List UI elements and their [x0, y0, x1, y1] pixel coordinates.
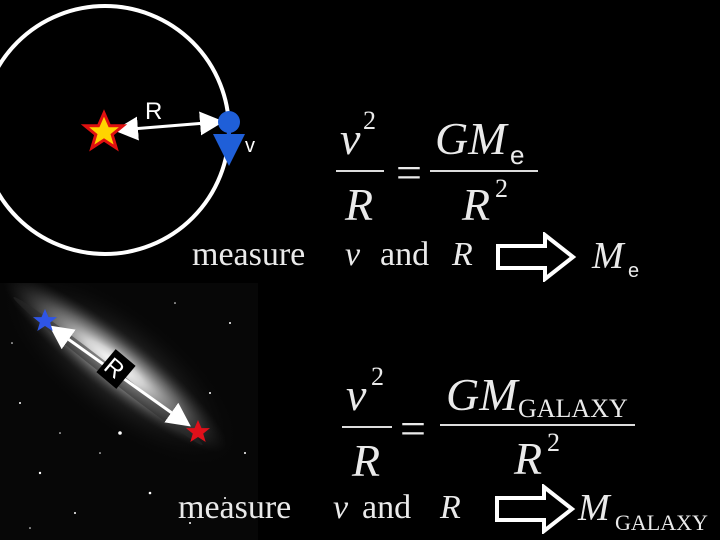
line2-R: R [440, 489, 461, 526]
eq1-left-fraction-bar [336, 170, 384, 172]
eq1-denominator-R: R [345, 179, 374, 230]
galaxy-image [0, 283, 258, 540]
orbit-radius-label: R [145, 98, 163, 125]
line1-result-M: M [592, 235, 624, 277]
planet-dot [218, 111, 240, 133]
orbit-diagram [0, 4, 245, 256]
eq2-numerator-exponent: 2 [371, 362, 384, 391]
eq2-denominator-R: R [352, 435, 381, 486]
eq1-numerator-GM: GM [435, 113, 507, 164]
eq1-numerator-exponent: 2 [363, 106, 376, 135]
eq2-equals: = [400, 403, 426, 454]
eq2-left-fraction-bar [342, 426, 392, 428]
eq1-numerator-subscript: e [510, 140, 525, 170]
line1-R: R [452, 236, 473, 273]
eq1-denominator-exponent: 2 [495, 174, 508, 203]
eq2-right-fraction-bar [440, 424, 635, 426]
eq2-numerator-subscript: GALAXY [518, 394, 628, 423]
line2-and: and [362, 489, 412, 526]
eq1-right-fraction-bar [430, 170, 538, 172]
line1-measure: measure [192, 236, 306, 273]
line2-result-M: M [578, 487, 610, 529]
central-star-icon [80, 109, 128, 152]
galaxy-blue-star-icon [33, 309, 57, 331]
line1-v: v [345, 236, 361, 273]
eq1-equals: = [396, 147, 422, 198]
line1-result-subscript: e [628, 260, 640, 282]
eq1-numerator-v: v [340, 113, 361, 164]
line2-measure: measure [178, 489, 292, 526]
radius-arrow [114, 111, 224, 141]
eq2-denominator-R2: R [514, 433, 543, 484]
line2-v: v [333, 489, 349, 526]
eq1-denominator-R2: R [462, 179, 491, 230]
eq2-numerator-v: v [346, 369, 367, 420]
line1-and: and [380, 236, 430, 273]
velocity-label: v [245, 135, 255, 157]
implies-arrow-2-icon [495, 484, 576, 534]
implies-arrow-icon [496, 232, 577, 282]
galaxy-red-star-icon [186, 420, 210, 442]
eq2-numerator-GM: GM [446, 369, 518, 420]
eq2-denominator-exponent: 2 [547, 428, 560, 457]
line2-result-subscript: GALAXY [615, 510, 708, 535]
galaxy-radius-label-box [96, 349, 136, 389]
background-stars [11, 302, 246, 529]
